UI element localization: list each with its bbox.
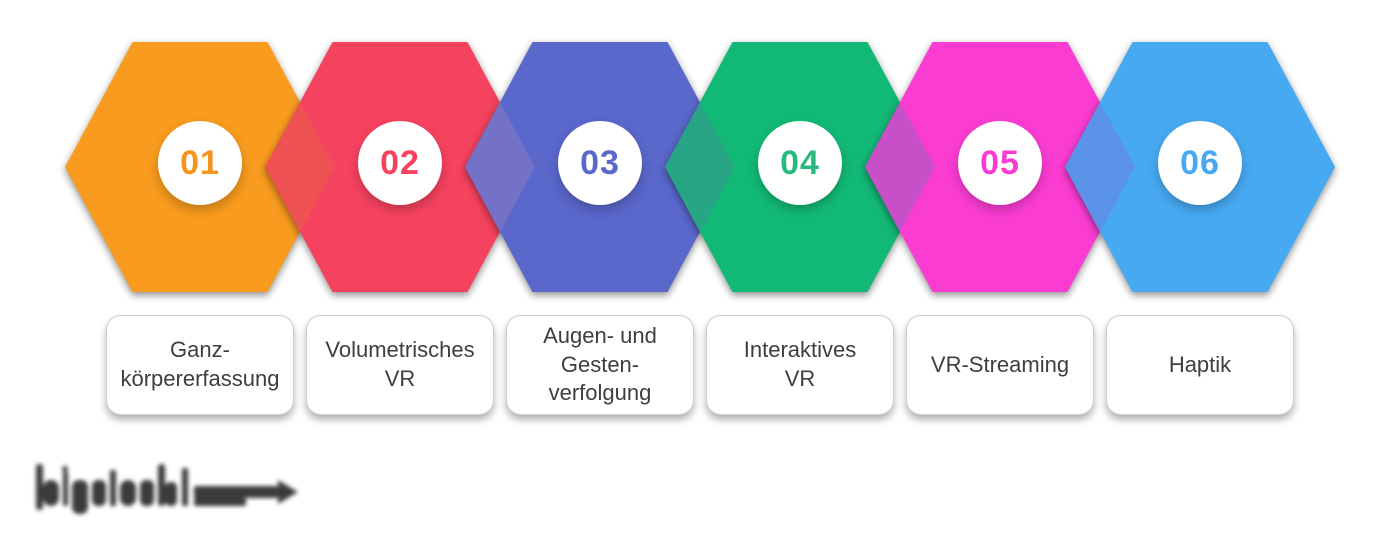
step-number-6: 06	[1180, 143, 1220, 182]
step-number-4: 04	[780, 143, 820, 182]
step-number-1: 01	[180, 143, 220, 182]
step-label-card-6: Haptik	[1106, 315, 1294, 415]
step-label-card-5: VR-Streaming	[906, 315, 1094, 415]
step-number-badge-6: 06	[1158, 121, 1242, 205]
step-number-badge-2: 02	[358, 121, 442, 205]
step-number-badge-4: 04	[758, 121, 842, 205]
step-label-5: VR-Streaming	[930, 351, 1070, 377]
step-label-2: Volumetrisches VR	[325, 337, 475, 391]
step-number-2: 02	[380, 143, 420, 182]
step-number-3: 03	[580, 143, 620, 182]
step-label-6: Haptik	[1168, 351, 1232, 377]
step-number-badge-1: 01	[158, 121, 242, 205]
watermark-letterforms	[36, 464, 188, 514]
step-label-card-4: Interaktives VR	[706, 315, 894, 415]
step-label-3: Augen- und Gesten- verfolgung	[543, 323, 657, 406]
watermark-logo	[36, 464, 298, 514]
step-number-5: 05	[980, 143, 1020, 182]
step-label-4: Interaktives VR	[743, 337, 857, 391]
step-label-1: Ganz- körpererfassung	[120, 337, 280, 391]
step-label-card-2: Volumetrisches VR	[306, 315, 494, 415]
step-number-badge-3: 03	[558, 121, 642, 205]
step-number-badge-5: 05	[958, 121, 1042, 205]
step-label-card-1: Ganz- körpererfassung	[106, 315, 294, 415]
step-label-card-3: Augen- und Gesten- verfolgung	[506, 315, 694, 415]
watermark-arrow	[194, 480, 298, 506]
